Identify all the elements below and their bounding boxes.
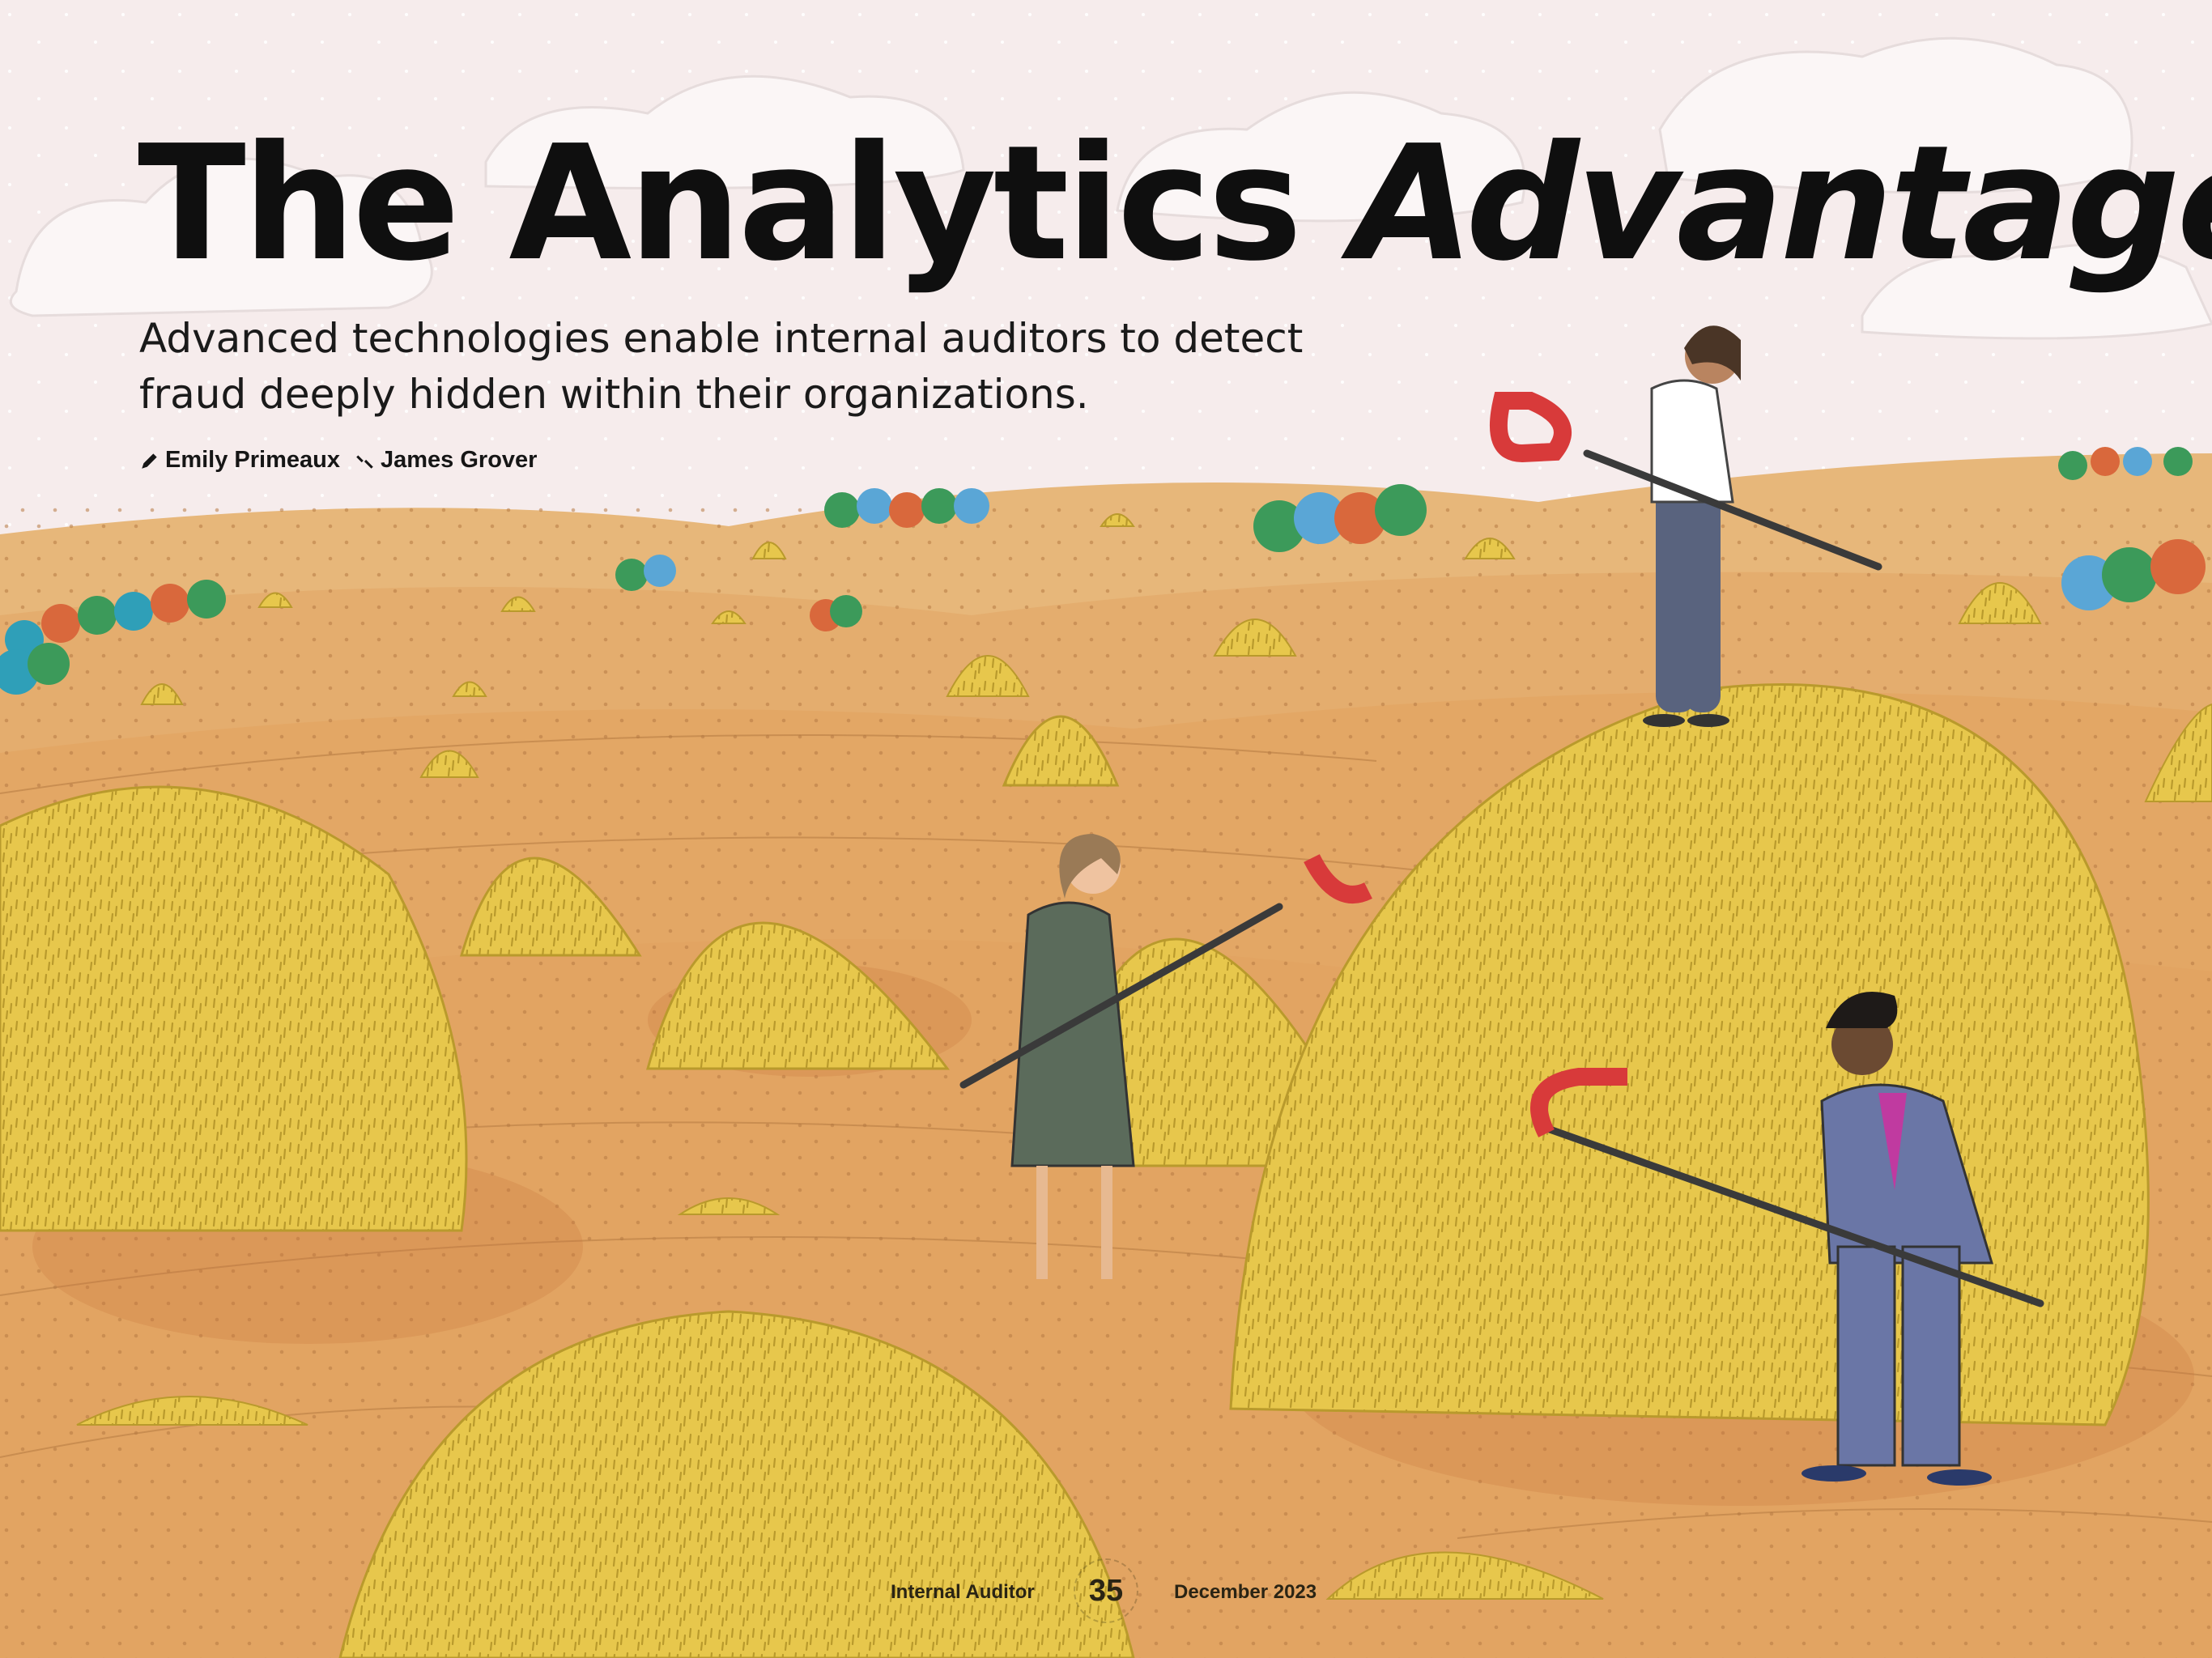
publication-name: Internal Auditor: [891, 1581, 1035, 1603]
illustrator-credit: James Grover: [355, 447, 537, 474]
byline: Emily Primeaux James Grover: [139, 447, 537, 474]
clouds: [9, 36, 2212, 340]
hay-piles: [76, 1197, 1604, 1600]
illustrator-name: James Grover: [381, 447, 538, 473]
auditor-woman-green: [959, 834, 1372, 1279]
page-footer: Internal Auditor 35 December 2023: [891, 1558, 1344, 1623]
deck-subtitle: Advanced technologies enable internal au…: [139, 315, 1304, 418]
author-name: Emily Primeaux: [165, 447, 340, 473]
author-credit: Emily Primeaux: [139, 447, 340, 474]
small-haystacks: [140, 513, 2212, 802]
auditor-man-suit: [1530, 992, 2044, 1486]
tree-groves: [0, 447, 2206, 695]
headline-italic: Advantage: [1351, 112, 2212, 296]
brush-icon: [356, 455, 373, 469]
auditor-woman-top: [1489, 325, 1882, 727]
headline: The Analytics Advantage: [138, 121, 2212, 288]
pencil-icon: [142, 453, 157, 469]
issue-date: December 2023: [1174, 1581, 1317, 1603]
headline-regular: The Analytics: [138, 112, 1351, 296]
page-number: 35: [1074, 1558, 1138, 1623]
